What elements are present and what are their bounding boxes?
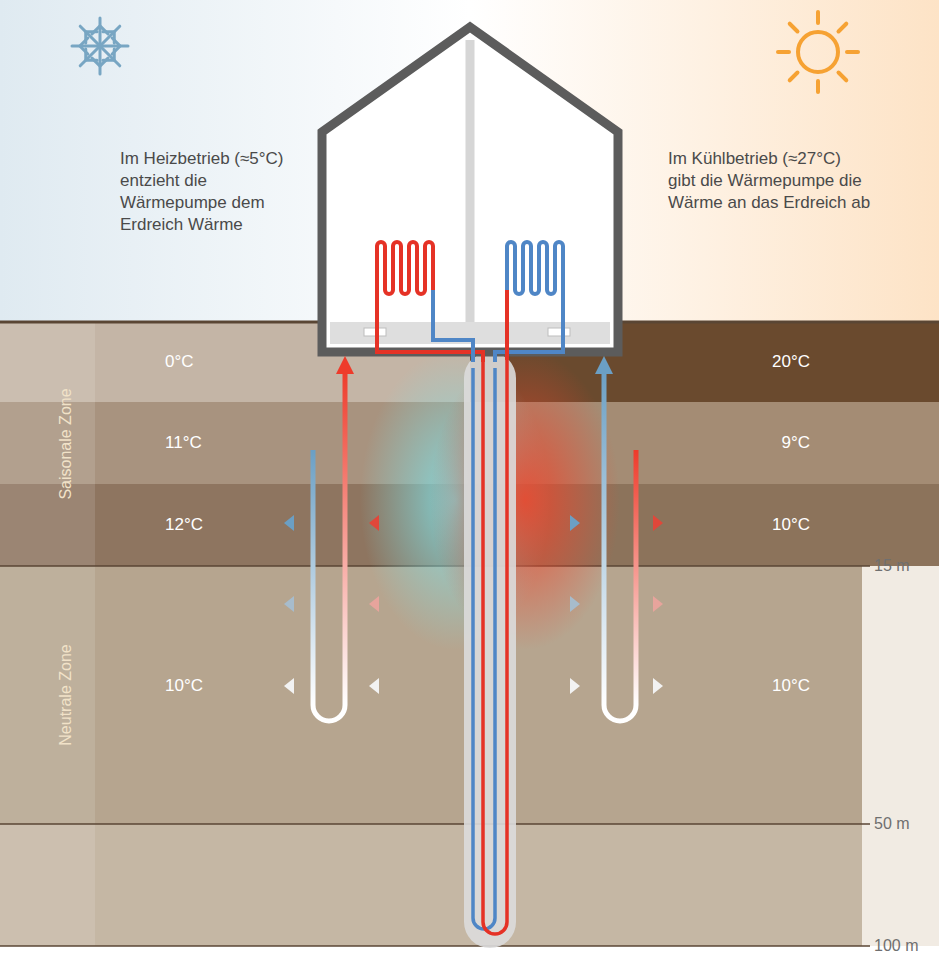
- temperature-value: 12°C: [165, 514, 203, 536]
- zone-label: Saisonale Zone: [56, 388, 77, 499]
- temperature-value: 10°C: [772, 675, 810, 697]
- heat-flow-arrows: [284, 515, 663, 694]
- ground-layers: [0, 322, 939, 953]
- house: [322, 27, 618, 352]
- snowflake-icon: [72, 18, 128, 74]
- mode-description: Im Heizbetrieb (≈5°C) entzieht die Wärme…: [120, 148, 310, 236]
- floor-heating-coil: [377, 242, 433, 294]
- depth-label: 15 m: [874, 556, 910, 577]
- flow-arrowhead: [595, 356, 613, 374]
- temperature-value: 11°C: [165, 432, 202, 454]
- house-pipes: [377, 290, 563, 362]
- warm-glow: [430, 350, 620, 650]
- cooling-flow-loop: [604, 372, 636, 721]
- depth-label: 50 m: [874, 814, 910, 835]
- heating-flow-loop: [313, 372, 345, 721]
- temperature-value: 10°C: [165, 675, 203, 697]
- temperature-value: 10°C: [772, 514, 810, 536]
- floor-cooling-coil: [507, 242, 563, 294]
- temperature-value: 0°C: [165, 351, 194, 373]
- sun-icon: [778, 12, 858, 92]
- zone-label: Neutrale Zone: [56, 644, 77, 745]
- temperature-value: 9°C: [781, 432, 810, 454]
- flow-arrowhead: [336, 356, 354, 374]
- depth-label: 100 m: [874, 936, 918, 953]
- mode-description: Im Kühlbetrieb (≈27°C) gibt die Wärmepum…: [668, 148, 873, 214]
- probe-pipe-warm: [483, 360, 507, 934]
- temperature-value: 20°C: [772, 351, 810, 373]
- borehole: [464, 352, 516, 948]
